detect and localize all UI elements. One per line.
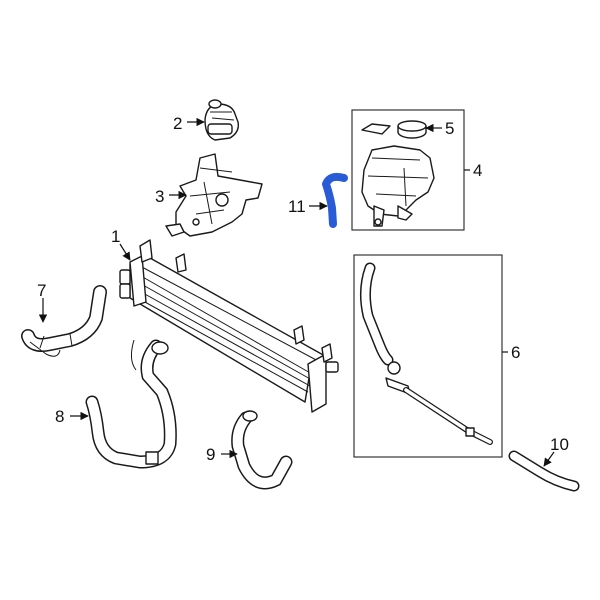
hose-kit-group-box [353, 254, 503, 458]
callout-8: 8 [55, 407, 64, 426]
part-2-water-pump[interactable] [204, 99, 240, 141]
callout-11: 11 [288, 197, 306, 216]
callout-1: 1 [111, 227, 120, 246]
part-11-hose-highlighted[interactable] [322, 172, 348, 228]
leader-1 [119, 243, 131, 261]
part-1-radiator[interactable] [119, 239, 339, 413]
part-10-hose[interactable] [508, 450, 580, 492]
callout-4: 4 [473, 161, 482, 180]
callout-2: 2 [173, 114, 182, 133]
part-9-hose[interactable] [231, 410, 293, 490]
leader-10 [543, 451, 555, 467]
callout-7: 7 [37, 281, 46, 300]
part-7-hose[interactable] [21, 285, 107, 357]
part-4-coolant-reservoir[interactable] [361, 145, 435, 227]
callout-5: 5 [445, 119, 454, 138]
part-5-reservoir-cap[interactable] [361, 120, 427, 139]
callout-3: 3 [155, 187, 164, 206]
part-6-hose-kit[interactable] [359, 262, 493, 445]
callout-10: 10 [550, 435, 569, 454]
callout-9: 9 [206, 445, 215, 464]
callout-6: 6 [511, 343, 520, 362]
part-8-hose[interactable] [85, 339, 177, 469]
